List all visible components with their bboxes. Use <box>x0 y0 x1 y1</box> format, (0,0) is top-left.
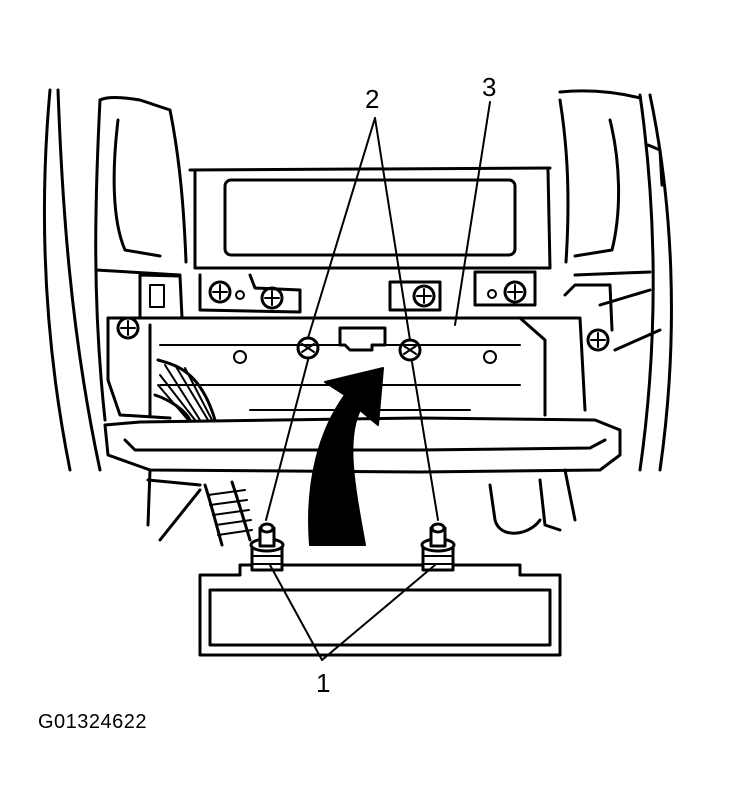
display-opening <box>188 166 552 270</box>
callout-1-label: 1 <box>316 668 331 698</box>
callout-3-label: 3 <box>482 72 497 102</box>
upper-bracket <box>138 270 537 320</box>
bracket-screws <box>116 280 610 352</box>
radio-studs <box>249 522 456 572</box>
callout-leaders <box>269 101 491 661</box>
dashboard-right-contour <box>558 89 673 472</box>
center-clip <box>338 326 387 352</box>
wiring-harness <box>153 358 253 547</box>
mounting-panel <box>106 283 662 420</box>
callout-2-label: 2 <box>365 84 380 114</box>
dashboard-left-contour <box>43 88 188 472</box>
lower-trim-bezel <box>103 416 622 542</box>
install-direction-arrow <box>308 367 384 546</box>
alignment-guides <box>265 359 439 521</box>
figure-id: G01324622 <box>38 711 148 733</box>
